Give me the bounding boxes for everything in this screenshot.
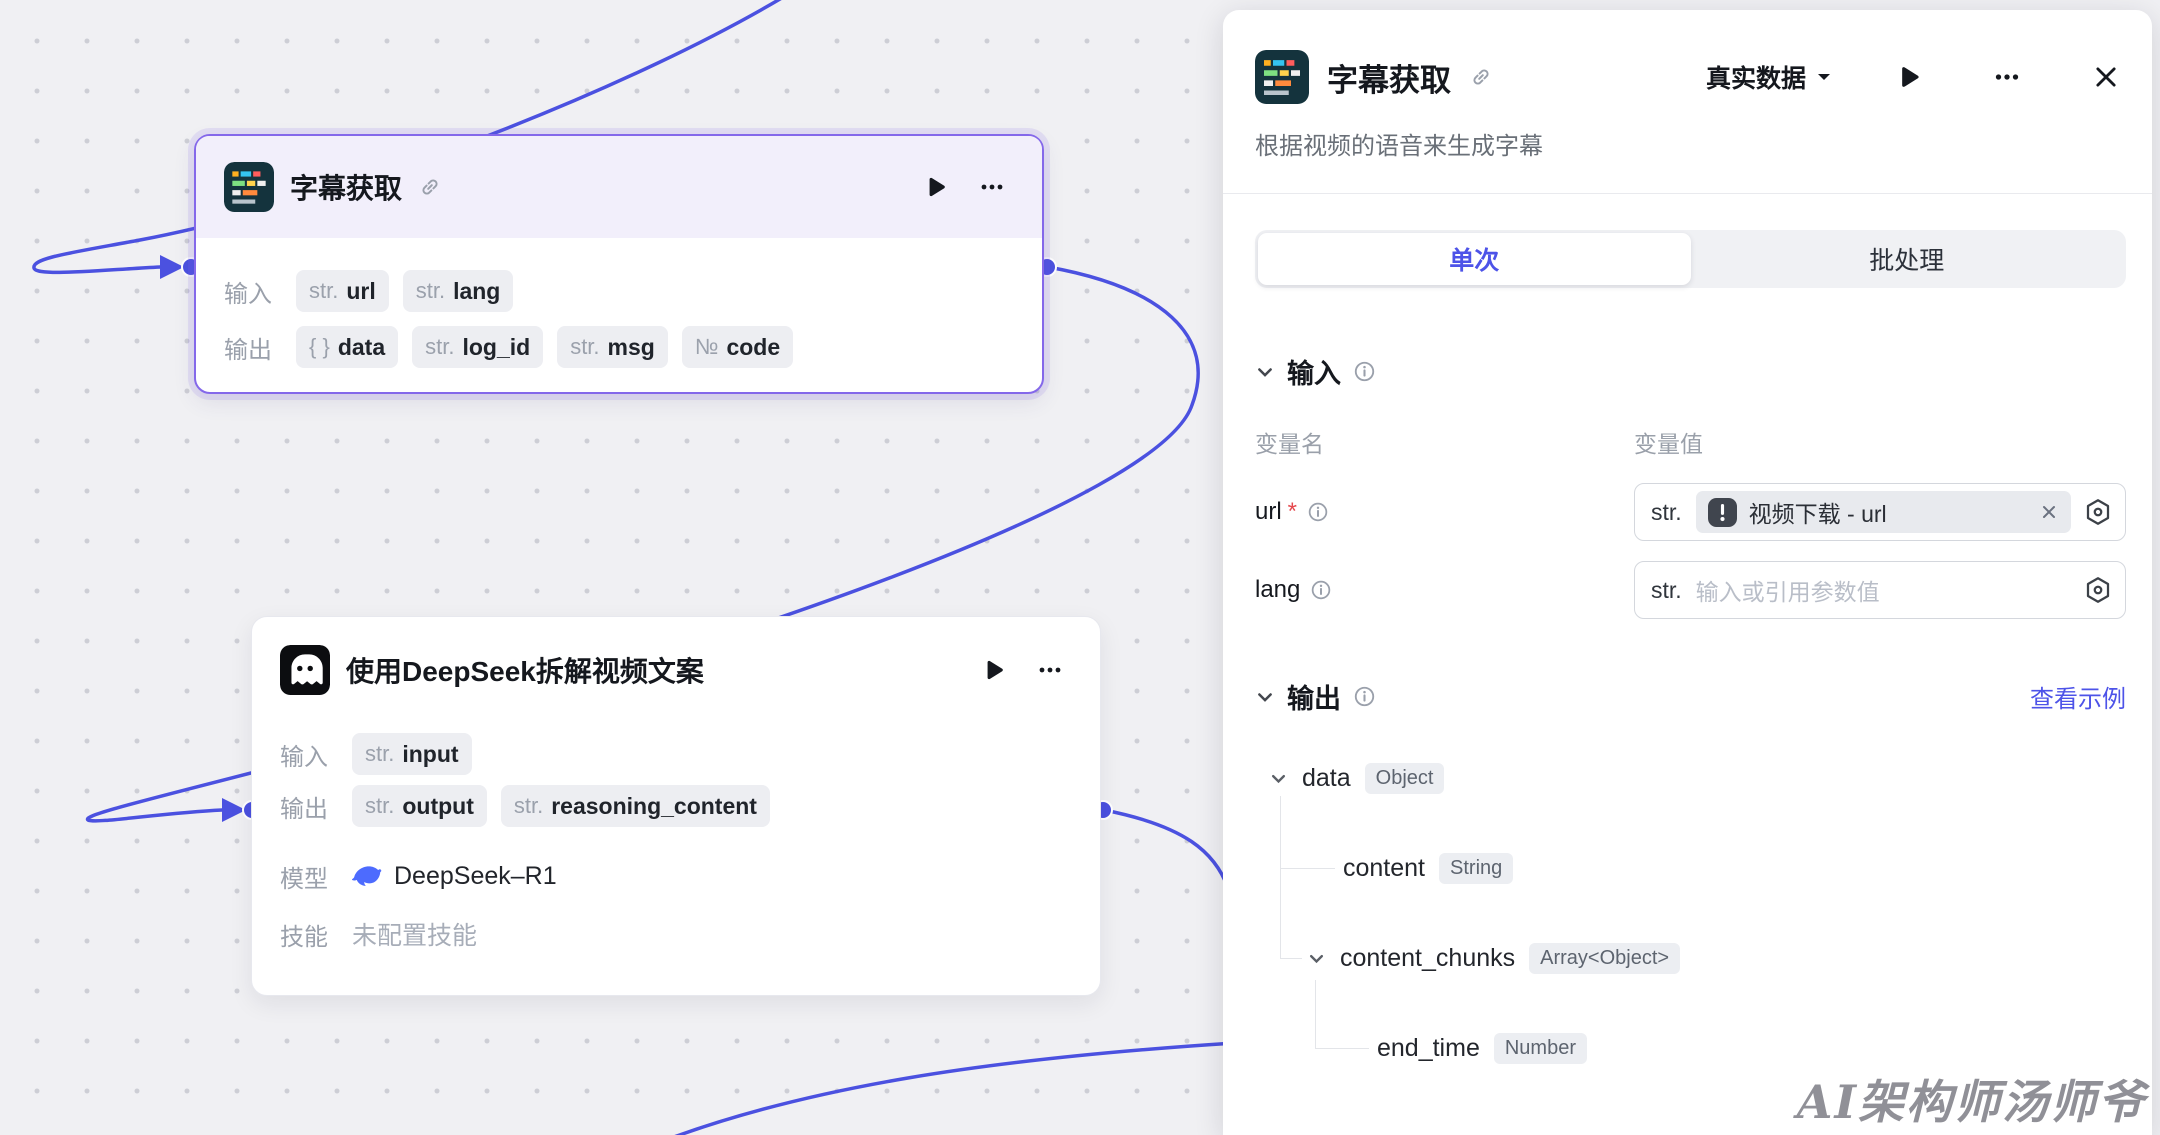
tab-single[interactable]: 单次 bbox=[1258, 233, 1691, 285]
node1-run-button[interactable] bbox=[916, 168, 954, 206]
node2-output-row: 输出 str.output str.reasoning_content bbox=[280, 785, 1072, 827]
data-mode-dropdown[interactable]: 真实数据 bbox=[1706, 59, 1832, 95]
watermark: AI架构师汤师爷 bbox=[1796, 1075, 2146, 1129]
lang-value-input[interactable]: str. 输入或引用参数值 bbox=[1634, 561, 2126, 619]
warning-icon bbox=[1707, 497, 1737, 527]
node-detail-panel: 字幕获取 真实数据 根据视频的语音来生成字幕 bbox=[1223, 10, 2152, 1135]
panel-more-button[interactable] bbox=[1984, 57, 2030, 97]
type-badge: Object bbox=[1364, 762, 1445, 794]
tree-connector bbox=[1315, 1048, 1369, 1049]
close-icon bbox=[2096, 67, 2116, 87]
play-icon bbox=[1902, 67, 1919, 87]
llm-ghost-icon bbox=[280, 645, 330, 695]
expression-settings-icon[interactable] bbox=[2083, 497, 2113, 527]
param-chip: str.url bbox=[296, 270, 389, 312]
tree-row-end-time: end_time Number bbox=[1255, 1026, 2126, 1070]
tree-row-data: data Object bbox=[1255, 756, 2126, 800]
link-icon bbox=[422, 179, 438, 195]
column-label-value: 变量值 bbox=[1634, 431, 1703, 457]
node2-header: 使用DeepSeek拆解视频文案 bbox=[252, 617, 1100, 695]
info-icon[interactable] bbox=[1310, 579, 1332, 601]
ellipsis-icon bbox=[1995, 74, 2019, 80]
chevron-down-icon[interactable] bbox=[1269, 769, 1288, 788]
play-icon bbox=[987, 660, 1003, 680]
ellipsis-icon bbox=[981, 184, 1003, 190]
input-placeholder: 输入或引用参数值 bbox=[1695, 579, 1880, 605]
reference-value: 视频下载 - url bbox=[1748, 501, 1887, 527]
node2-input-row: 输入 str.input bbox=[280, 733, 1072, 775]
subtitle-plugin-icon bbox=[1255, 50, 1309, 104]
run-mode-tabs: 单次 批处理 bbox=[1255, 230, 2126, 288]
chevron-down-icon[interactable] bbox=[1255, 687, 1275, 707]
type-badge: Array<Object> bbox=[1529, 942, 1681, 974]
node-subtitle-fetch[interactable]: 字幕获取 输入 str.url str.lang 输出 { }data str.… bbox=[194, 134, 1044, 394]
output-section-header: 输出 查看示例 bbox=[1255, 677, 2126, 716]
url-value-input[interactable]: str. 视频下载 - url bbox=[1634, 483, 2126, 541]
reference-chip[interactable]: 视频下载 - url bbox=[1695, 491, 2071, 533]
param-chip: { }data bbox=[296, 326, 399, 368]
node2-more-button[interactable] bbox=[1028, 651, 1072, 689]
divider bbox=[1223, 193, 2152, 194]
output-tree: data Object content String content_chunk… bbox=[1255, 756, 2126, 1070]
tree-row-content: content String bbox=[1255, 846, 2126, 890]
node1-header: 字幕获取 bbox=[196, 136, 1042, 238]
param-name: lang bbox=[1255, 576, 1301, 603]
node1-more-button[interactable] bbox=[970, 168, 1014, 206]
required-mark: * bbox=[1287, 498, 1298, 525]
param-chip: str.reasoning_content bbox=[500, 785, 770, 827]
panel-close-button[interactable] bbox=[2086, 57, 2126, 97]
column-label-name: 变量名 bbox=[1255, 431, 1324, 457]
param-row-url: url* str. 视频下载 - url bbox=[1255, 483, 2126, 541]
panel-run-button[interactable] bbox=[1888, 57, 1928, 97]
tree-connector bbox=[1280, 958, 1302, 959]
node2-model-name: DeepSeek–R1 bbox=[394, 862, 557, 890]
info-icon[interactable] bbox=[1307, 501, 1329, 523]
param-chip: str.lang bbox=[402, 270, 514, 312]
param-chip: str.output bbox=[352, 785, 487, 827]
param-chip: str.msg bbox=[557, 326, 668, 368]
data-mode-label: 真实数据 bbox=[1705, 65, 1806, 93]
chevron-down-icon[interactable] bbox=[1255, 362, 1275, 382]
chevron-down-icon[interactable] bbox=[1307, 949, 1326, 968]
chevron-down-icon bbox=[1818, 74, 1830, 80]
close-icon bbox=[2043, 506, 2055, 518]
ellipsis-icon bbox=[1039, 667, 1061, 673]
tree-connector bbox=[1280, 868, 1335, 869]
param-chip: str.input bbox=[352, 733, 472, 775]
node2-run-button[interactable] bbox=[974, 651, 1012, 689]
node2-skill-row: 技能 未配置技能 bbox=[280, 916, 1072, 952]
node2-model-row: 模型 DeepSeek–R1 bbox=[280, 862, 557, 893]
clear-reference-button[interactable] bbox=[2039, 502, 2059, 522]
type-badge: Number bbox=[1493, 1032, 1587, 1064]
tree-connector bbox=[1280, 796, 1281, 958]
input-section-header: 输入 bbox=[1255, 352, 2126, 391]
panel-title: 字幕获取 bbox=[1327, 62, 1451, 98]
tree-row-content-chunks: content_chunks Array<Object> bbox=[1255, 936, 2126, 980]
param-chip: str.log_id bbox=[412, 326, 544, 368]
info-icon[interactable] bbox=[1353, 360, 1376, 383]
link-icon bbox=[1473, 69, 1489, 85]
node1-title: 字幕获取 bbox=[290, 173, 403, 204]
node-deepseek-llm[interactable]: 使用DeepSeek拆解视频文案 输入 str.input 输出 str.out… bbox=[251, 616, 1101, 996]
panel-description: 根据视频的语音来生成字幕 bbox=[1255, 133, 1543, 160]
deepseek-whale-icon bbox=[352, 866, 382, 886]
view-example-link[interactable]: 查看示例 bbox=[2030, 686, 2126, 713]
expression-settings-icon[interactable] bbox=[2083, 575, 2113, 605]
play-icon bbox=[929, 177, 945, 197]
subtitle-plugin-icon bbox=[224, 162, 274, 212]
node2-skill-value: 未配置技能 bbox=[352, 922, 478, 950]
node1-input-row: 输入 str.url str.lang bbox=[224, 270, 1014, 312]
param-name: url bbox=[1255, 498, 1282, 525]
type-badge: String bbox=[1439, 852, 1514, 884]
tree-connector bbox=[1315, 980, 1316, 1048]
info-icon[interactable] bbox=[1353, 685, 1376, 708]
node2-title: 使用DeepSeek拆解视频文案 bbox=[346, 656, 704, 687]
tab-batch[interactable]: 批处理 bbox=[1869, 247, 1945, 275]
param-row-lang: lang str. 输入或引用参数值 bbox=[1255, 561, 2126, 619]
